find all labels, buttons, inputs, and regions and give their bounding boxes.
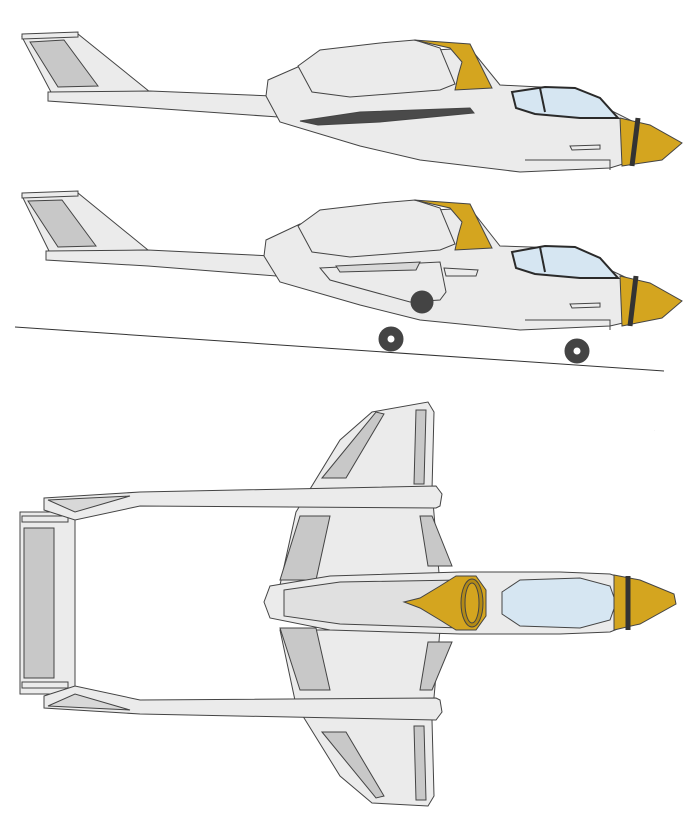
top-view bbox=[19, 401, 677, 807]
ground-line bbox=[14, 326, 665, 372]
nose-cone-top bbox=[613, 574, 677, 631]
horizontal-tail-panel bbox=[23, 527, 55, 679]
canopy bbox=[510, 85, 621, 119]
intake-inner bbox=[464, 582, 480, 624]
nose-stripe bbox=[629, 117, 641, 167]
main-gear-wheel bbox=[410, 290, 434, 314]
lower-wing-tip-panel bbox=[413, 725, 427, 801]
pitot-detail bbox=[569, 302, 601, 309]
lower-wing-panel bbox=[320, 731, 385, 799]
lower-tail-boom bbox=[43, 685, 443, 721]
side-view-gear-down bbox=[21, 190, 683, 364]
lower-flap-outer bbox=[419, 641, 453, 691]
canopy-top bbox=[501, 577, 617, 629]
fin-tip-cap bbox=[21, 190, 79, 199]
lower-boom-fin-root bbox=[47, 693, 131, 711]
upper-wing-panel bbox=[320, 411, 385, 479]
upper-tail-boom bbox=[43, 485, 443, 521]
lower-flap-inner bbox=[279, 627, 331, 691]
upper-wing-tip-panel bbox=[413, 409, 427, 485]
tail-boom bbox=[47, 90, 279, 118]
tail-fin-panel bbox=[27, 199, 97, 248]
tail-boom bbox=[45, 249, 277, 277]
strut-detail bbox=[443, 267, 479, 277]
gear-door bbox=[335, 261, 421, 273]
corner-mark: . bbox=[654, 430, 655, 432]
tail-fin-panel bbox=[29, 39, 99, 88]
rear-wheel-hub bbox=[386, 334, 396, 344]
tail-cap-top bbox=[21, 515, 69, 523]
canopy-frame bbox=[539, 246, 546, 273]
canopy-frame bbox=[539, 87, 546, 113]
nose-stripe bbox=[627, 275, 639, 327]
dorsal-intake-housing bbox=[297, 39, 456, 98]
intake-lip-gold bbox=[413, 199, 493, 251]
side-view-gear-up bbox=[21, 31, 683, 173]
fin-tip-cap bbox=[21, 31, 79, 40]
canopy bbox=[510, 244, 621, 279]
nose-cone bbox=[619, 117, 683, 167]
upper-boom-fin-root bbox=[47, 495, 131, 513]
side-intake-slot bbox=[299, 107, 475, 126]
tail-cap-bottom bbox=[21, 681, 69, 689]
upper-flap-outer bbox=[419, 515, 453, 567]
fuselage-panel-line bbox=[525, 319, 611, 330]
intake-lip-gold bbox=[413, 39, 493, 91]
nose-wheel-hub bbox=[572, 346, 582, 356]
dorsal-intake-housing bbox=[297, 199, 456, 258]
fuselage-panel-line bbox=[525, 159, 611, 170]
pitot-detail bbox=[569, 144, 601, 151]
